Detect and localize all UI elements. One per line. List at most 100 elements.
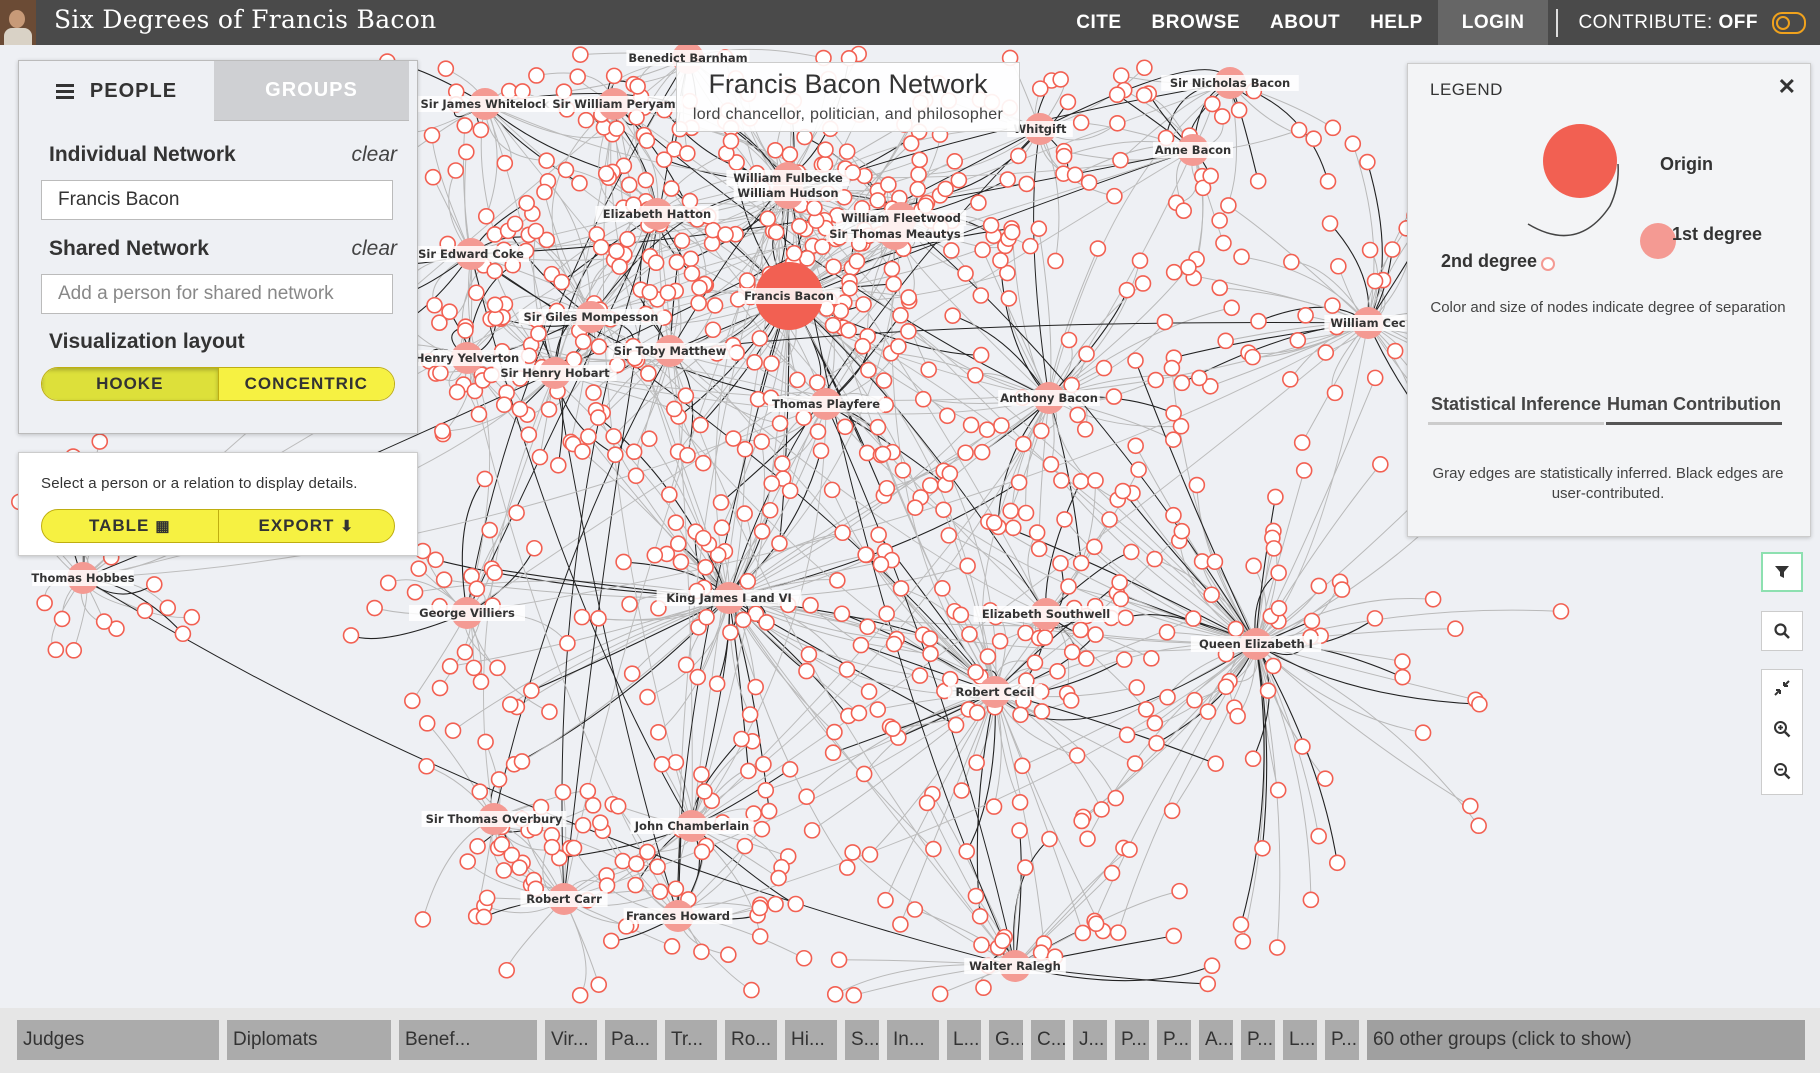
person-node	[579, 782, 597, 800]
person-node	[1080, 174, 1098, 191]
close-icon[interactable]: ✕	[1777, 74, 1796, 99]
group-button[interactable]: Benef...	[399, 1020, 537, 1060]
group-button[interactable]: Vir...	[545, 1020, 597, 1060]
group-button[interactable]: L...	[947, 1020, 981, 1060]
group-button[interactable]: Hi...	[785, 1020, 837, 1060]
group-button[interactable]: Ro...	[725, 1020, 777, 1060]
group-button[interactable]: Tr...	[665, 1020, 717, 1060]
person-node	[1207, 755, 1224, 772]
person-node	[592, 238, 610, 256]
person-node	[875, 372, 893, 389]
group-button[interactable]: P...	[1241, 1020, 1275, 1060]
nav-browse[interactable]: BROWSE	[1151, 12, 1241, 33]
tab-human-contribution[interactable]: Human Contribution	[1606, 392, 1782, 425]
person-node	[1148, 734, 1165, 752]
group-button[interactable]: C...	[1031, 1020, 1065, 1060]
group-button[interactable]: P...	[1157, 1020, 1191, 1060]
group-button[interactable]: Pa...	[605, 1020, 657, 1060]
nav-cite[interactable]: CITE	[1076, 12, 1122, 33]
more-groups-button[interactable]: 60 other groups (click to show)	[1367, 1020, 1805, 1060]
person-node	[741, 706, 759, 723]
person-node	[520, 426, 538, 443]
legend-second-degree-node	[1541, 257, 1555, 271]
shared-clear-link[interactable]: clear	[351, 237, 397, 260]
group-button[interactable]: A...	[1199, 1020, 1233, 1060]
group-button[interactable]: Diplomats	[227, 1020, 391, 1060]
login-button[interactable]: LOGIN	[1437, 0, 1549, 45]
person-node	[1227, 620, 1245, 638]
zoom-in-icon[interactable]	[1773, 720, 1791, 743]
logo-portrait-icon[interactable]	[0, 0, 36, 45]
person-node	[1297, 307, 1314, 324]
tab-groups[interactable]: GROUPS	[214, 61, 409, 121]
person-node	[1087, 915, 1105, 933]
site-title[interactable]: Six Degrees of Francis Bacon	[54, 5, 437, 34]
person-node	[736, 837, 754, 855]
person-node	[531, 448, 549, 466]
layout-concentric-button[interactable]: CONCENTRIC	[217, 368, 394, 400]
person-node	[565, 839, 583, 857]
person-node	[985, 514, 1003, 532]
search-icon[interactable]	[1761, 611, 1803, 651]
group-button[interactable]: In...	[887, 1020, 939, 1060]
layout-toggle: HOOKE CONCENTRIC	[41, 367, 395, 401]
contribute-toggle-icon[interactable]	[1772, 11, 1806, 34]
person-node	[943, 242, 960, 259]
person-node	[767, 141, 784, 159]
nav-help[interactable]: HELP	[1370, 12, 1423, 33]
table-button[interactable]: TABLE▦	[42, 510, 218, 542]
relation-edge	[554, 246, 602, 374]
person-label-bg	[947, 684, 1043, 700]
group-button[interactable]: Judges	[17, 1020, 219, 1060]
tab-statistical-inference[interactable]: Statistical Inference	[1428, 392, 1604, 425]
person-node	[456, 643, 474, 661]
export-button[interactable]: EXPORT⬇	[217, 510, 395, 542]
individual-clear-link[interactable]: clear	[351, 143, 397, 166]
nav-about[interactable]: ABOUT	[1270, 12, 1341, 33]
person-node	[1372, 456, 1389, 473]
group-button[interactable]: S...	[845, 1020, 879, 1060]
individual-network-input[interactable]	[41, 180, 393, 220]
relation-edge	[1240, 643, 1265, 925]
person-node	[495, 396, 513, 414]
person-node	[53, 610, 71, 628]
person-node	[47, 641, 65, 659]
person-node	[1028, 524, 1046, 541]
group-button[interactable]: P...	[1115, 1020, 1149, 1060]
menu-icon[interactable]	[55, 81, 74, 102]
layout-hooke-button[interactable]: HOOKE	[42, 368, 218, 400]
relation-edge	[1007, 298, 1050, 399]
group-button[interactable]: J...	[1073, 1020, 1107, 1060]
person-node	[432, 364, 449, 382]
person-node	[689, 668, 707, 686]
person-node	[1049, 662, 1066, 680]
person-node	[829, 572, 846, 589]
person-node	[1033, 422, 1050, 440]
person-label: Sir Toby Matthew	[608, 343, 732, 359]
shared-network-input[interactable]	[41, 274, 393, 314]
relation-edge	[1014, 872, 1113, 967]
person-node	[577, 111, 595, 129]
tab-people[interactable]: PEOPLE	[19, 61, 214, 121]
person-node	[538, 152, 555, 169]
person-node	[900, 289, 917, 306]
relation-edge	[461, 478, 486, 614]
person-node	[418, 715, 436, 732]
filter-icon[interactable]	[1761, 552, 1803, 592]
person-node	[791, 217, 808, 235]
fit-screen-icon[interactable]	[1773, 679, 1791, 702]
person-node	[814, 238, 831, 256]
group-button[interactable]: P...	[1325, 1020, 1359, 1060]
person-label-bg	[608, 343, 732, 359]
person-label-text: Francis Bacon	[744, 289, 834, 303]
person-node	[1052, 71, 1069, 88]
person-node	[1042, 456, 1060, 473]
search-tool	[1761, 611, 1803, 651]
zoom-out-icon[interactable]	[1773, 762, 1791, 785]
group-button[interactable]: L...	[1283, 1020, 1317, 1060]
person-node	[911, 667, 929, 684]
person-node	[1093, 801, 1110, 818]
group-button[interactable]: G...	[989, 1020, 1023, 1060]
person-node	[978, 421, 996, 438]
